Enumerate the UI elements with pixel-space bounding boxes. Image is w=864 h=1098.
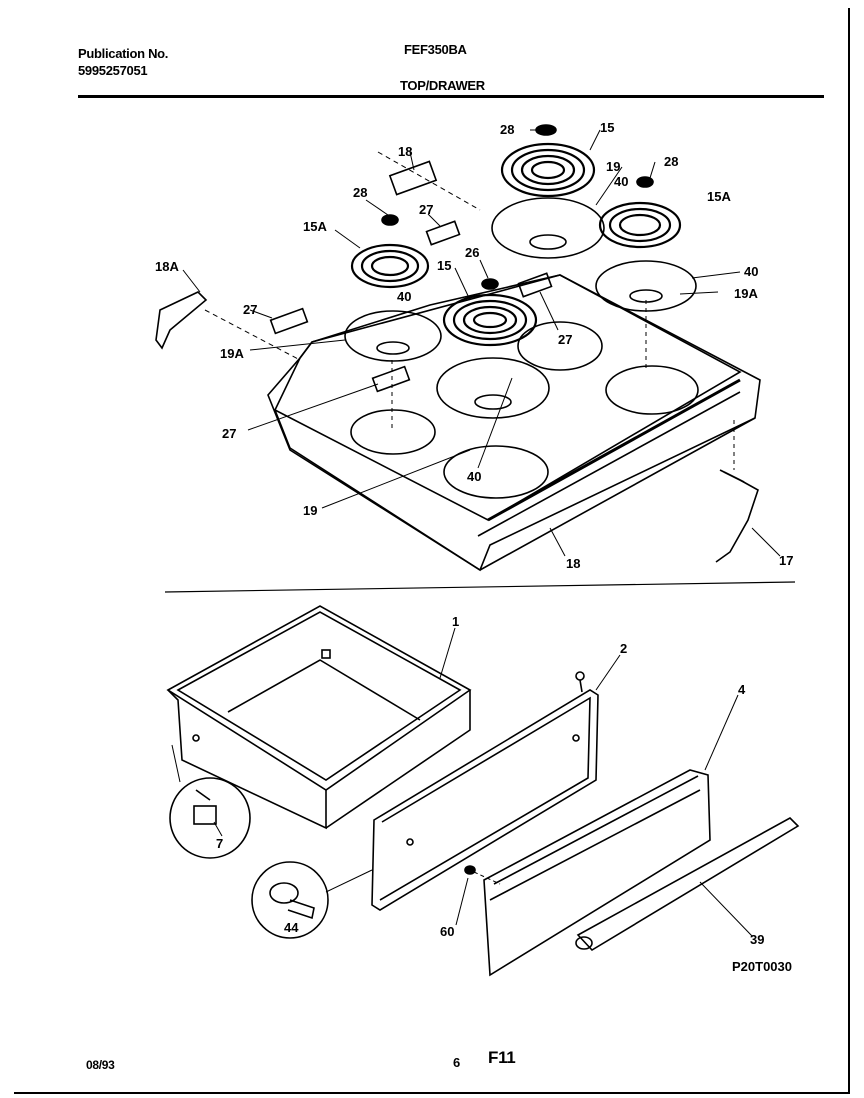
trim-rings [381,124,654,290]
callout-18: 18 [398,144,412,159]
receptacles [155,160,553,393]
callout-4: 4 [738,682,746,697]
callout-27: 27 [558,332,572,347]
callout-18: 18 [566,556,580,571]
callout-27: 27 [419,202,433,217]
callout-26: 26 [465,245,479,260]
drip-bowls [344,197,697,419]
callout-40: 40 [744,264,758,279]
callout-19: 19 [303,503,317,518]
callout-18a: 18A [155,259,179,274]
drawer-handle-39 [575,817,800,952]
callout-15a: 15A [303,219,327,234]
callout-27: 27 [222,426,236,441]
callout-labels: 28 15 18 19 28 40 15A 28 27 15A 26 15 18… [155,120,793,974]
callout-2: 2 [620,641,627,656]
callout-1: 1 [452,614,459,629]
publication-label: Publication No. [78,46,169,61]
callout-27: 27 [243,302,257,317]
page-frame [14,8,850,1094]
callout-19: 19 [606,159,620,174]
callout-40: 40 [467,469,481,484]
callout-17: 17 [779,553,793,568]
drawer-front-4 [483,769,711,977]
footer-page-number: 6 [453,1055,460,1070]
drawer-panel-2 [371,671,599,911]
callout-40: 40 [397,289,411,304]
callout-7: 7 [216,836,223,851]
drawing-code: P20T0030 [732,959,792,974]
drawer-leaders [213,627,753,937]
header-rule [78,95,824,98]
wire-17 [715,469,759,563]
roller-detail-44 [251,861,373,939]
callout-15: 15 [600,120,614,135]
callout-60: 60 [440,924,454,939]
callout-28: 28 [353,185,367,200]
footer-figure: F11 [488,1048,516,1067]
cooktop-top-18 [267,274,761,572]
callout-40: 40 [614,174,628,189]
callout-19a: 19A [734,286,758,301]
callout-15: 15 [437,258,451,273]
model-number: FEF350BA [404,42,467,57]
drawer-body-1 [166,605,472,830]
section-divider [164,581,796,593]
callout-28: 28 [500,122,514,137]
callout-39: 39 [750,932,764,947]
callout-28: 28 [664,154,678,169]
leader-lines [182,129,781,557]
surface-elements [350,142,682,347]
callout-19a: 19A [220,346,244,361]
publication-number: 5995257051 [78,63,148,78]
callout-44: 44 [284,920,299,935]
glide-detail-7 [169,744,251,859]
section-title: TOP/DRAWER [400,78,485,93]
callout-15a: 15A [707,189,731,204]
footer-date: 08/93 [86,1058,115,1072]
screw-60 [455,865,501,926]
